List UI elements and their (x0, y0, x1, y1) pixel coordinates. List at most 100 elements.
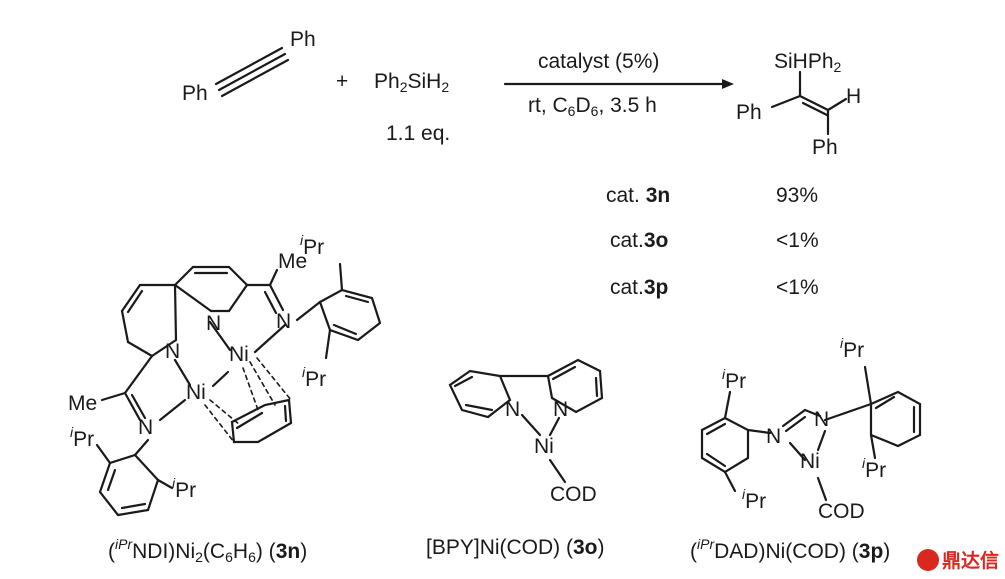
cat3n-ipr-bottom: iPr (172, 475, 196, 503)
name-id: 3p (858, 540, 884, 563)
cat3n-n-imine-right: N (276, 310, 292, 333)
ipr-text: Pr (843, 339, 865, 362)
ipr-sup: i (172, 475, 176, 491)
ipr-sup: i (300, 232, 304, 248)
cat-3n-structure (95, 262, 382, 517)
product-sihph-sub: 2 (833, 59, 842, 75)
cat3n-n-ring-bottom: N (165, 340, 181, 363)
product-silyl: SiHPh2 (774, 50, 841, 75)
ipr-text: Pr (73, 428, 95, 451)
cat3p-cod: COD (818, 500, 865, 523)
cat3p-ipr-br: iPr (862, 455, 886, 483)
ipr-text: Pr (303, 236, 325, 259)
ipr-text: Pr (175, 479, 197, 502)
reactant1-ph-top: Ph (290, 28, 316, 51)
reactant2-equiv: 1.1 eq. (386, 122, 451, 145)
cat3n-ipr-left: iPr (70, 424, 94, 452)
result-row-3p-yield: <1% (776, 276, 819, 299)
ipr-sup: i (70, 424, 74, 440)
watermark: 鼎达信 (916, 546, 999, 573)
name-part: (C (202, 540, 226, 563)
result-row-3n-yield: 93% (776, 184, 819, 207)
ipr-sup: i (840, 335, 844, 351)
name-sub: 6 (248, 549, 256, 565)
name-id: 3n (275, 540, 301, 563)
name-part: ( (108, 540, 115, 563)
cat3o-cod: COD (550, 483, 597, 506)
cat3n-ni-bottom: Ni (186, 381, 206, 404)
reactant2-sih: SiH (407, 70, 442, 93)
name-part: DAD)Ni(COD) ( (714, 540, 859, 563)
ipr-text: Pr (725, 370, 747, 393)
name-part: ) ( (255, 540, 276, 563)
cat3n-n-ring-top: N (206, 312, 222, 335)
cat3p-n1: N (766, 425, 782, 448)
plus-sign: + (336, 70, 349, 93)
name-sub: 2 (195, 549, 203, 565)
name-part: ( (690, 540, 697, 563)
reactant2-ph: Ph (374, 70, 400, 93)
cat3n-ipr-top: iPr (300, 232, 324, 260)
condition-d: D (575, 94, 591, 117)
result-row-3p-cat: cat.3p (610, 276, 668, 300)
name-part: ) (300, 540, 308, 563)
result-cat-label: cat. (610, 276, 644, 299)
name-sup: iPr (115, 536, 133, 552)
cat3p-ipr-tl: iPr (722, 366, 746, 394)
condition-time: , 3.5 h (598, 94, 657, 117)
reactant2-sih-sub: 2 (441, 79, 450, 95)
result-cat-label: cat. (606, 184, 646, 207)
result-row-3o-cat: cat.3o (610, 229, 668, 253)
result-cat-id: 3n (645, 184, 671, 207)
result-cat-label: cat. (610, 229, 644, 252)
cat3o-n2: N (553, 398, 569, 421)
cat3o-ni: Ni (534, 435, 554, 458)
cat3n-ipr-right: iPr (302, 364, 326, 392)
reaction-arrow (503, 79, 734, 89)
condition-catalyst: catalyst (5%) (538, 50, 660, 73)
result-row-3n-cat: cat. 3n (606, 184, 670, 208)
result-cat-id: 3o (643, 229, 669, 252)
ipr-sup: i (722, 366, 726, 382)
ipr-text: Pr (865, 459, 887, 482)
name-sup: iPr (697, 536, 715, 552)
cat3p-ni: Ni (800, 450, 820, 473)
ipr-text: Pr (745, 490, 767, 513)
reactant2-ph-sub: 2 (399, 79, 408, 95)
name-part: NDI)Ni (132, 540, 196, 563)
watermark-text: 鼎达信 (941, 550, 999, 572)
cat3n-name: (iPrNDI)Ni2(C6H6) (3n) (108, 536, 307, 565)
cat3p-ipr-bl: iPr (742, 486, 766, 514)
condition-c-sub: 6 (567, 103, 576, 119)
product-bonds (770, 70, 848, 136)
ipr-text: Pr (305, 368, 327, 391)
condition-d-sub: 6 (590, 103, 599, 119)
reactant2-formula: Ph2SiH2 (374, 70, 449, 95)
name-part: H (232, 540, 249, 563)
condition-rt-c: rt, C (528, 94, 568, 117)
cat3p-name: (iPrDAD)Ni(COD) (3p) (690, 536, 890, 564)
condition-solvent: rt, C6D6, 3.5 h (528, 94, 657, 119)
cat-3o-structure (448, 358, 604, 484)
name-part: ) (597, 536, 605, 559)
product-ph-left: Ph (736, 101, 762, 124)
alkyne-bonds (214, 46, 290, 98)
cat3n-me-left: Me (68, 392, 98, 415)
ipr-sup: i (302, 364, 306, 380)
product-h: H (846, 85, 862, 108)
result-cat-id: 3p (643, 276, 669, 299)
product-sihph: SiHPh (774, 50, 834, 73)
cat3n-me-top: Me (278, 250, 308, 273)
cat3o-n1: N (505, 398, 521, 421)
name-part: [BPY]Ni(COD) ( (426, 536, 573, 559)
cat3n-ni-top: Ni (229, 343, 249, 366)
cat3n-n-imine-left: N (138, 416, 154, 439)
reactant1-ph-left: Ph (182, 82, 208, 105)
cat-3p-structure (700, 365, 922, 502)
cat3p-ipr-tr: iPr (840, 335, 864, 363)
watermark-logo-icon (916, 548, 939, 571)
name-part: ) (883, 540, 891, 563)
ipr-sup: i (742, 486, 746, 502)
product-ph-bottom: Ph (812, 136, 838, 159)
cat3p-n2: N (814, 408, 830, 431)
